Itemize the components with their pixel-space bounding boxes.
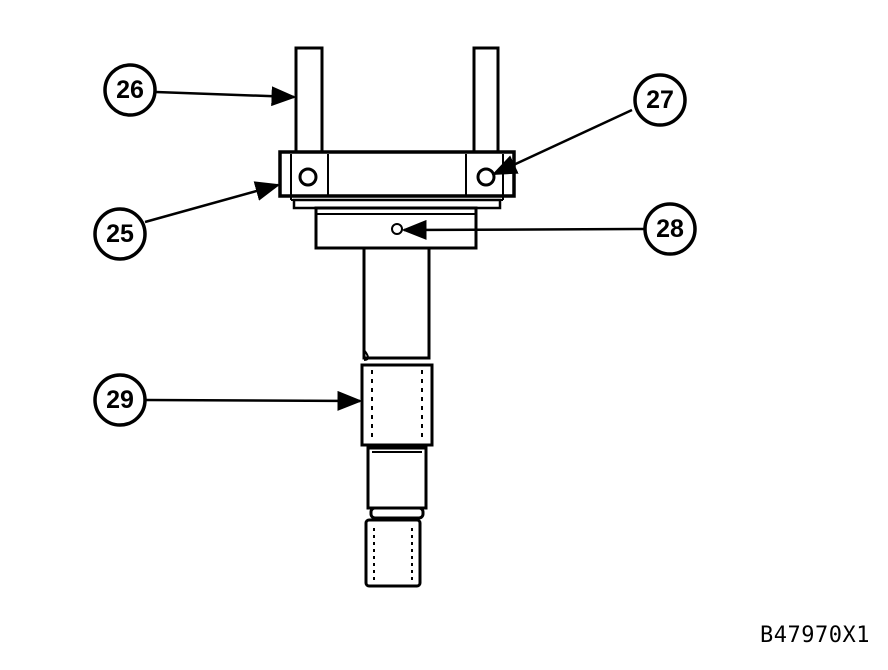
left-hole — [298, 167, 318, 187]
callouts: 26 27 25 28 29 — [93, 63, 697, 427]
upper-shaft — [362, 246, 431, 360]
callout-26: 26 — [103, 63, 157, 117]
figure-reference-code: B47970X1 — [760, 623, 870, 648]
collar-block — [278, 150, 516, 198]
right-hole — [476, 167, 496, 187]
spline-section — [360, 363, 434, 447]
callout-27-label: 27 — [646, 86, 674, 114]
callout-29: 29 — [93, 373, 147, 427]
leader-29 — [145, 390, 363, 411]
callout-29-label: 29 — [106, 386, 134, 414]
lower-shaft — [366, 446, 428, 510]
leader-28 — [401, 219, 646, 240]
left-pin — [294, 46, 324, 156]
pin-hole — [391, 223, 403, 235]
leader-25 — [144, 181, 281, 224]
callout-28: 28 — [643, 202, 697, 256]
right-pin — [472, 46, 500, 156]
threaded-tip — [364, 518, 422, 588]
callout-27: 27 — [633, 73, 687, 127]
callout-25-label: 25 — [106, 220, 134, 248]
leader-27 — [491, 108, 633, 176]
shaft-assembly — [278, 46, 516, 588]
leader-lines — [144, 86, 646, 411]
callout-28-label: 28 — [656, 215, 684, 243]
callout-26-label: 26 — [116, 76, 144, 104]
callout-25: 25 — [93, 207, 147, 261]
leader-26 — [155, 86, 297, 107]
